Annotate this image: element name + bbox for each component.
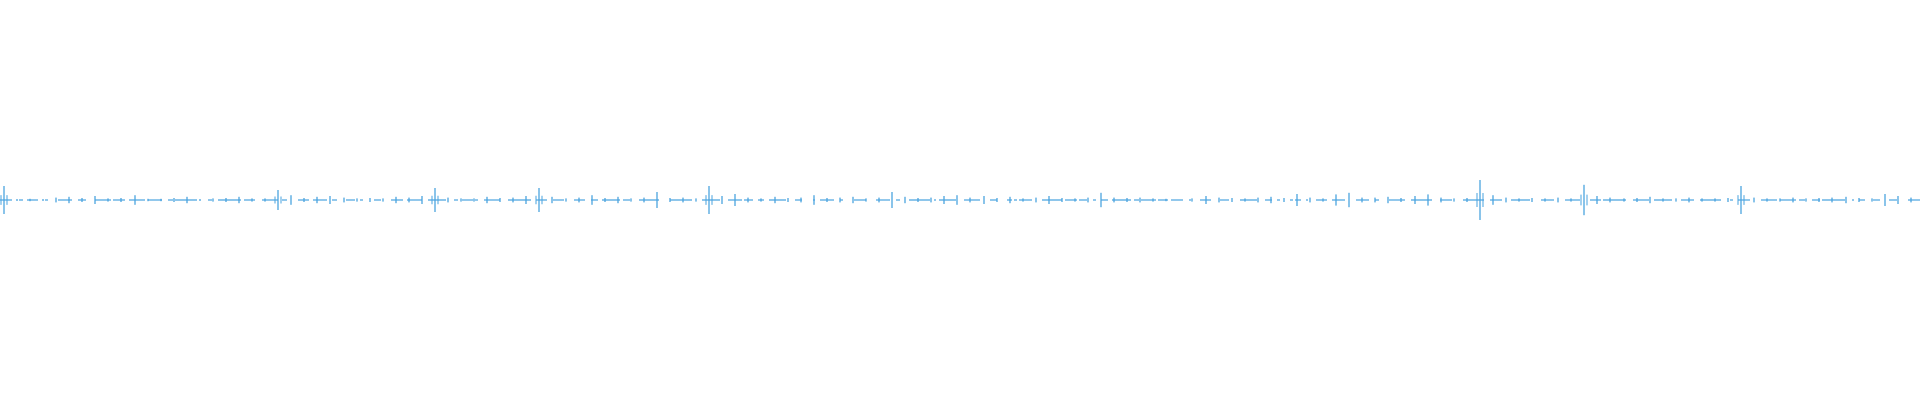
waveform-peaks: [0, 180, 1912, 220]
